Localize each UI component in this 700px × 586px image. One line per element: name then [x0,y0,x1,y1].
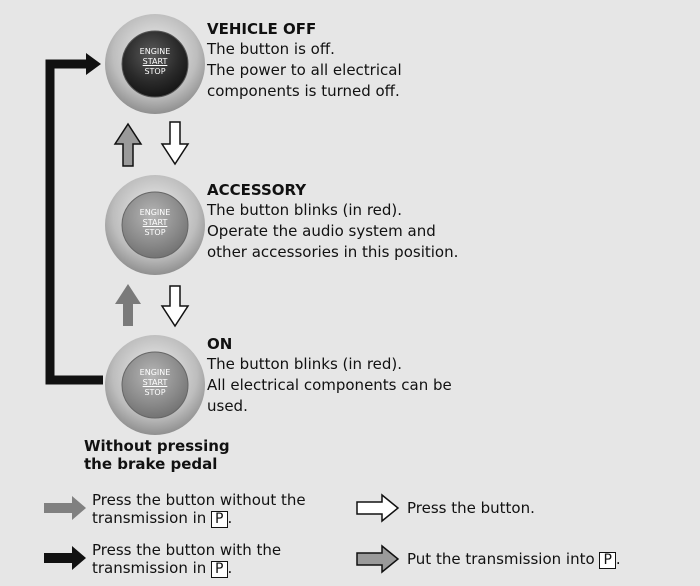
brake-note: Without pressing the brake pedal [84,437,230,473]
legend-line: transmission in P. [92,509,342,528]
engine-button-accessory [105,175,205,275]
legend-line: Press the button without the [92,491,306,509]
state-title: ACCESSORY [207,181,307,199]
legend-gray-arrow-icon [44,496,86,520]
engine-button-on [105,335,205,435]
button-label-start: START [142,57,168,66]
legend-gray-outline-arrow-text: Put the transmission into P. [407,550,621,569]
park-key-box: P [211,511,228,528]
legend-text: . [615,550,621,568]
park-key-box: P [211,561,228,578]
park-key-box: P [599,552,616,569]
legend-gray-arrow-text: Press the button without the transmissio… [92,491,342,528]
button-label-stop: STOP [144,388,166,397]
state-on: ON The button blinks (in red). All elect… [207,334,687,417]
legend-text: transmission in [92,559,207,577]
black-loop-arrow [45,53,103,385]
legend-white-arrow-text: Press the button. [407,499,535,517]
state-title: VEHICLE OFF [207,20,317,38]
button-label-engine: ENGINE [139,368,171,377]
up-arrow-gray-outline [113,122,143,167]
button-label-stop: STOP [144,228,166,237]
state-line: The power to all electrical [207,61,402,79]
down-arrow-white [160,121,190,166]
state-title: ON [207,335,233,353]
state-line: The button blinks (in red). [207,355,403,373]
legend-text: . [227,509,233,527]
up-arrow-gray [115,284,141,326]
legend-line: Press the button with the [92,541,282,559]
button-label-start: START [142,218,168,227]
state-accessory: ACCESSORY The button blinks (in red). Op… [207,180,687,263]
legend-text: Put the transmission into [407,550,595,568]
legend-black-arrow-text: Press the button with the transmission i… [92,541,342,578]
button-label-off: ENGINE START STOP [131,47,179,77]
state-line: used. [207,397,248,415]
button-label-engine: ENGINE [139,47,171,56]
button-label-accessory: ENGINE START STOP [131,208,179,238]
brake-note-line: Without pressing [84,437,230,455]
state-line: Operate the audio system and [207,222,436,240]
button-label-stop: STOP [144,67,166,76]
brake-note-line: the brake pedal [84,455,218,473]
legend-line: transmission in P. [92,559,342,578]
state-line: The button is off. [207,40,335,58]
engine-button-off [105,14,205,114]
state-line: The button blinks (in red). [207,201,403,219]
state-line: All electrical components can be [207,376,452,394]
button-label-on: ENGINE START STOP [131,368,179,398]
legend-white-arrow-icon [356,493,400,523]
button-label-engine: ENGINE [139,208,171,217]
button-label-start: START [142,378,168,387]
state-line: components is turned off. [207,82,400,100]
legend-black-arrow-icon [44,546,86,570]
state-vehicle-off: VEHICLE OFF The button is off. The power… [207,19,687,102]
state-line: other accessories in this position. [207,243,459,261]
down-arrow-white-2 [160,285,190,328]
legend-text: transmission in [92,509,207,527]
legend-gray-outline-arrow-icon [356,544,400,574]
legend-text: . [227,559,233,577]
